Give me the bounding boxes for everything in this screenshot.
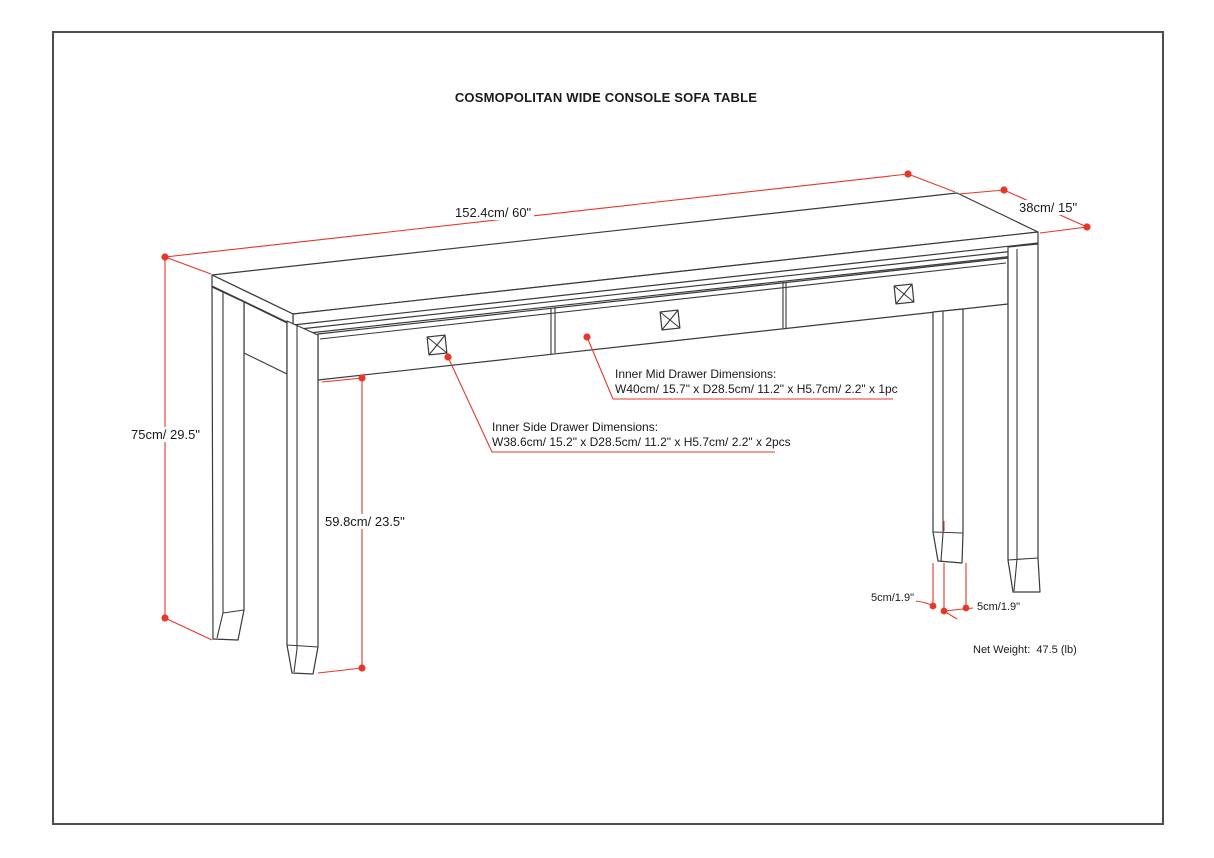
leg-front-right [1007, 243, 1041, 593]
leg-front-left [286, 320, 319, 675]
side-drawer-annotation: Inner Side Drawer Dimensions: W38.6cm/ 1… [492, 420, 791, 450]
drawer-band-top-line [319, 262, 1007, 340]
dim-line-height [164, 257, 213, 641]
dimension-label-length: 152.4cm/ 60" [452, 205, 535, 220]
dim-lines-foot [914, 521, 974, 620]
net-weight-label: Net Weight: 47.5 (lb) [973, 644, 1077, 656]
leader-side-drawer [447, 356, 775, 453]
dim-line-length [164, 173, 956, 275]
leader-mid-drawer [586, 336, 893, 400]
dimension-label-foot-right: 5cm/1.9" [975, 601, 1023, 614]
drawer-knob-mid [659, 309, 681, 331]
dimension-label-foot-left: 5cm/1.9" [856, 592, 916, 605]
drawer-knob-left [426, 334, 448, 356]
dimension-label-height: 75cm/ 29.5" [128, 427, 203, 442]
mid-drawer-annotation-specs: W40cm/ 15.7" x D28.5cm/ 11.2" x H5.7cm/ … [615, 382, 898, 396]
mid-drawer-annotation: Inner Mid Drawer Dimensions: W40cm/ 15.7… [615, 367, 898, 397]
leg-back-right [932, 308, 964, 564]
leg-back-left [211, 286, 245, 641]
dimension-label-inner-height: 59.8cm/ 23.5" [322, 514, 408, 529]
mid-drawer-annotation-title: Inner Mid Drawer Dimensions: [615, 367, 777, 381]
table-drawing [211, 192, 1041, 675]
dimension-dots [161, 170, 1091, 672]
page-title: COSMOPOLITAN WIDE CONSOLE SOFA TABLE [454, 90, 758, 105]
drawer-knob-right [893, 283, 915, 305]
dimension-lines [161, 170, 1091, 674]
drawer-dividers [550, 282, 787, 354]
side-drawer-annotation-title: Inner Side Drawer Dimensions: [492, 420, 659, 434]
dimension-label-depth: 38cm/ 15" [1016, 200, 1081, 215]
side-drawer-annotation-specs: W38.6cm/ 15.2" x D28.5cm/ 11.2" x H5.7cm… [492, 435, 791, 449]
page-border [52, 31, 1164, 825]
